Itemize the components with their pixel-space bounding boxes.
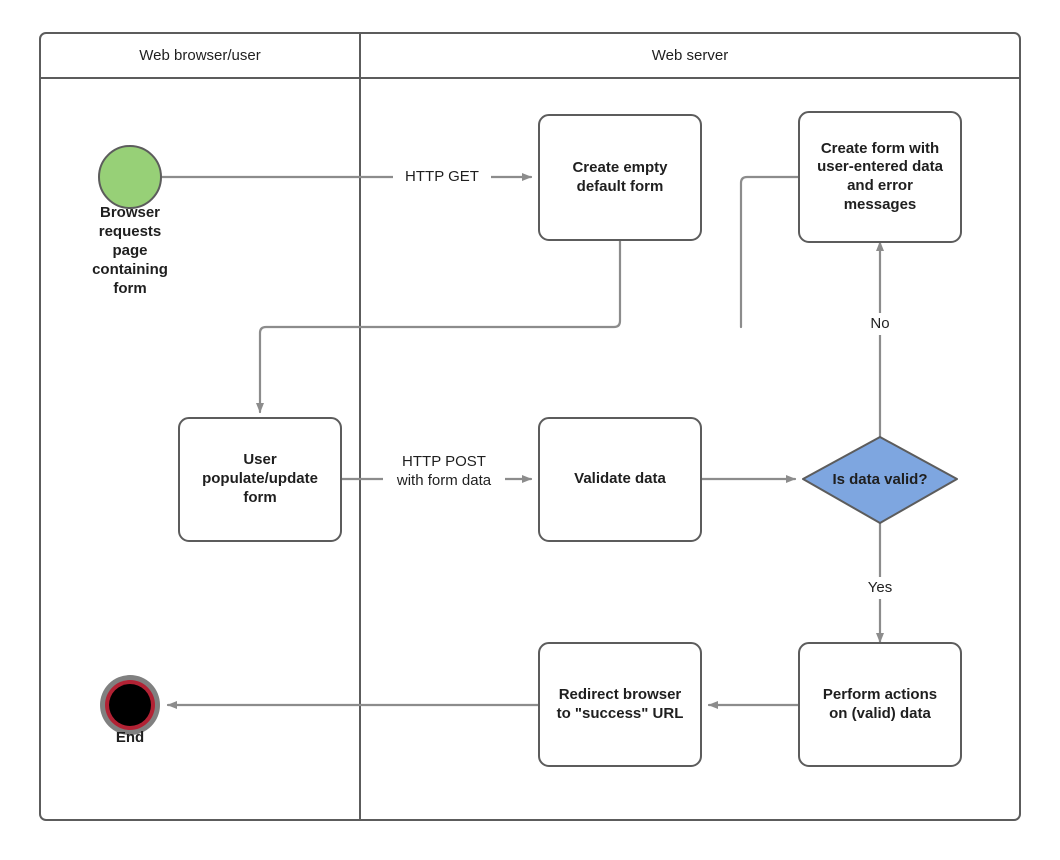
lane-title-web-browser-user: Web browser/user [139,47,261,64]
edge-errors-to-bus-path [739,175,801,329]
node-validate-data-shape[interactable] [538,417,702,542]
node-is-data-valid-shape[interactable] [802,436,958,524]
node-layer [98,111,962,767]
node-start-shape[interactable] [98,145,162,209]
node-create-form-errors-shape[interactable] [798,111,962,243]
lane-title-web-server: Web server [651,47,729,64]
edge-layer [159,173,884,709]
node-user-populate-form-shape[interactable] [178,417,342,542]
node-end-shape[interactable] [100,675,160,735]
edge-decision-no-label: No [860,313,900,335]
node-end-caption: End [115,729,145,746]
edge-http-get-label: HTTP GET [393,166,491,188]
node-perform-actions-shape[interactable] [798,642,962,767]
edge-empty-to-bus-path [256,238,622,414]
swimlane-pool [39,32,1021,821]
edge-http-post-label: HTTP POST with form data [383,452,505,492]
node-redirect-browser-shape[interactable] [538,642,702,767]
edge-decision-yes-label: Yes [858,577,902,599]
node-create-empty-form-shape[interactable] [538,114,702,241]
node-start-caption: Browser requests page containing form [92,204,168,298]
